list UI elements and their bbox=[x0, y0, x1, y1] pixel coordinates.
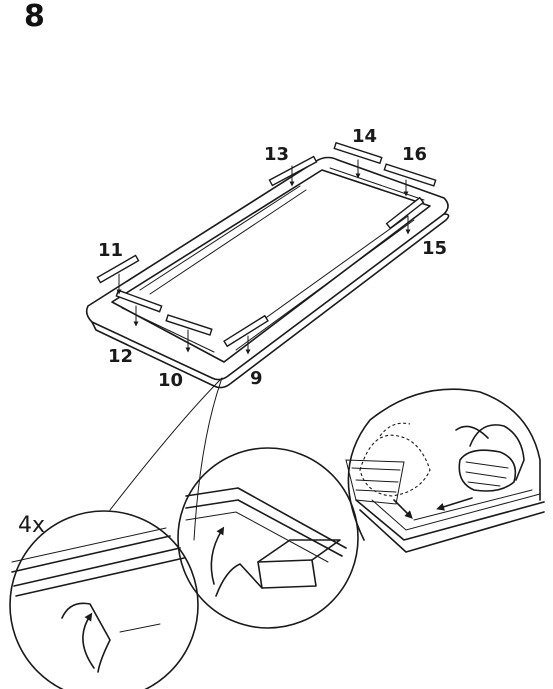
label-14: 14 bbox=[352, 126, 377, 147]
label-11: 11 bbox=[98, 240, 123, 261]
label-13: 13 bbox=[264, 144, 289, 165]
detail-circle-3 bbox=[345, 388, 545, 553]
strip-parts bbox=[96, 141, 437, 348]
down-arrow-icon bbox=[393, 499, 413, 519]
strip-11 bbox=[96, 254, 140, 284]
label-9: 9 bbox=[250, 368, 263, 389]
label-16: 16 bbox=[402, 144, 427, 165]
strip-15 bbox=[385, 196, 425, 230]
strip-16 bbox=[383, 163, 437, 187]
rotate-arrow-icon bbox=[210, 526, 225, 585]
strip-14 bbox=[333, 141, 383, 165]
step-number: 8 bbox=[24, 0, 45, 34]
detail-circle-2 bbox=[177, 447, 359, 629]
quantity-label: 4x bbox=[18, 513, 45, 538]
label-15: 15 bbox=[422, 238, 447, 259]
label-10: 10 bbox=[158, 370, 183, 391]
hand-icon bbox=[359, 434, 431, 497]
rotate-arrow-icon bbox=[82, 612, 95, 669]
frame-drawing bbox=[85, 156, 450, 389]
down-arrow-icon bbox=[116, 159, 411, 355]
strip-9 bbox=[223, 314, 269, 348]
detail-circle-1: 4x bbox=[9, 510, 199, 689]
label-12: 12 bbox=[108, 346, 133, 367]
strip-10 bbox=[165, 314, 213, 336]
left-arrow-icon bbox=[436, 497, 473, 511]
